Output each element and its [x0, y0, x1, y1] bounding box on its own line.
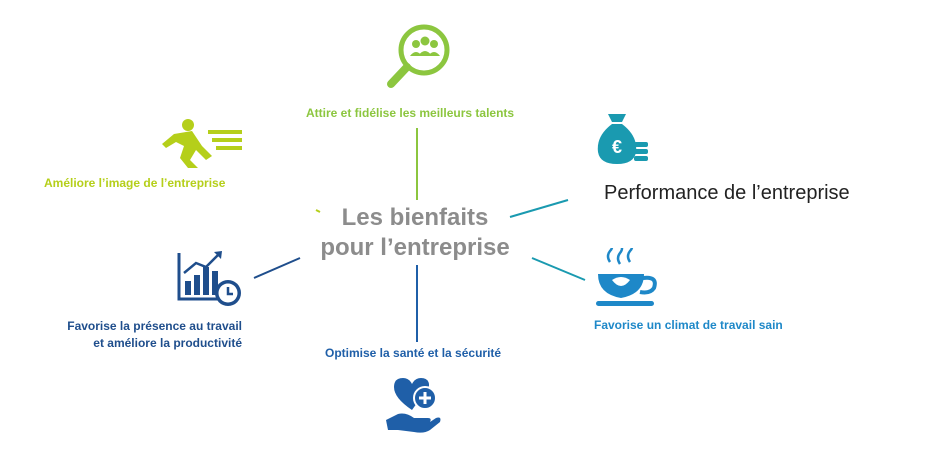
connector-presence — [253, 257, 301, 279]
benefit-performance-label: Performance de l’entreprise — [604, 182, 850, 204]
chart-clock-icon — [176, 249, 246, 311]
coffee-cup-icon — [596, 243, 662, 312]
connector-image-stub — [315, 209, 321, 213]
benefit-image-label: Améliore l’image de l’entreprise — [44, 176, 226, 190]
money-bag-icon: € — [594, 112, 654, 168]
running-person-icon — [160, 118, 245, 168]
heart-hand-icon — [384, 374, 444, 436]
benefit-presence-line2: et améliore la productivité — [93, 336, 242, 350]
connector-climat — [531, 257, 586, 281]
center-title: Les bienfaits pour l’entreprise — [300, 203, 530, 263]
svg-text:€: € — [612, 137, 622, 157]
benefit-sante-label: Optimise la santé et la sécurité — [325, 346, 502, 360]
center-title-line1: Les bienfaits — [341, 204, 489, 231]
benefit-talents-label: Attire et fidélise les meilleurs talents — [306, 106, 515, 120]
connector-performance — [509, 199, 569, 218]
benefit-climat-label: Favorise un climat de travail sain — [594, 318, 783, 332]
benefit-presence-line1: Favorise la présence au travail — [67, 319, 242, 333]
benefit-presence-label: Favorise la présence au travail et améli… — [52, 318, 242, 352]
talent-search-icon — [383, 22, 453, 92]
center-title-line2: pour l’entreprise — [320, 234, 510, 261]
